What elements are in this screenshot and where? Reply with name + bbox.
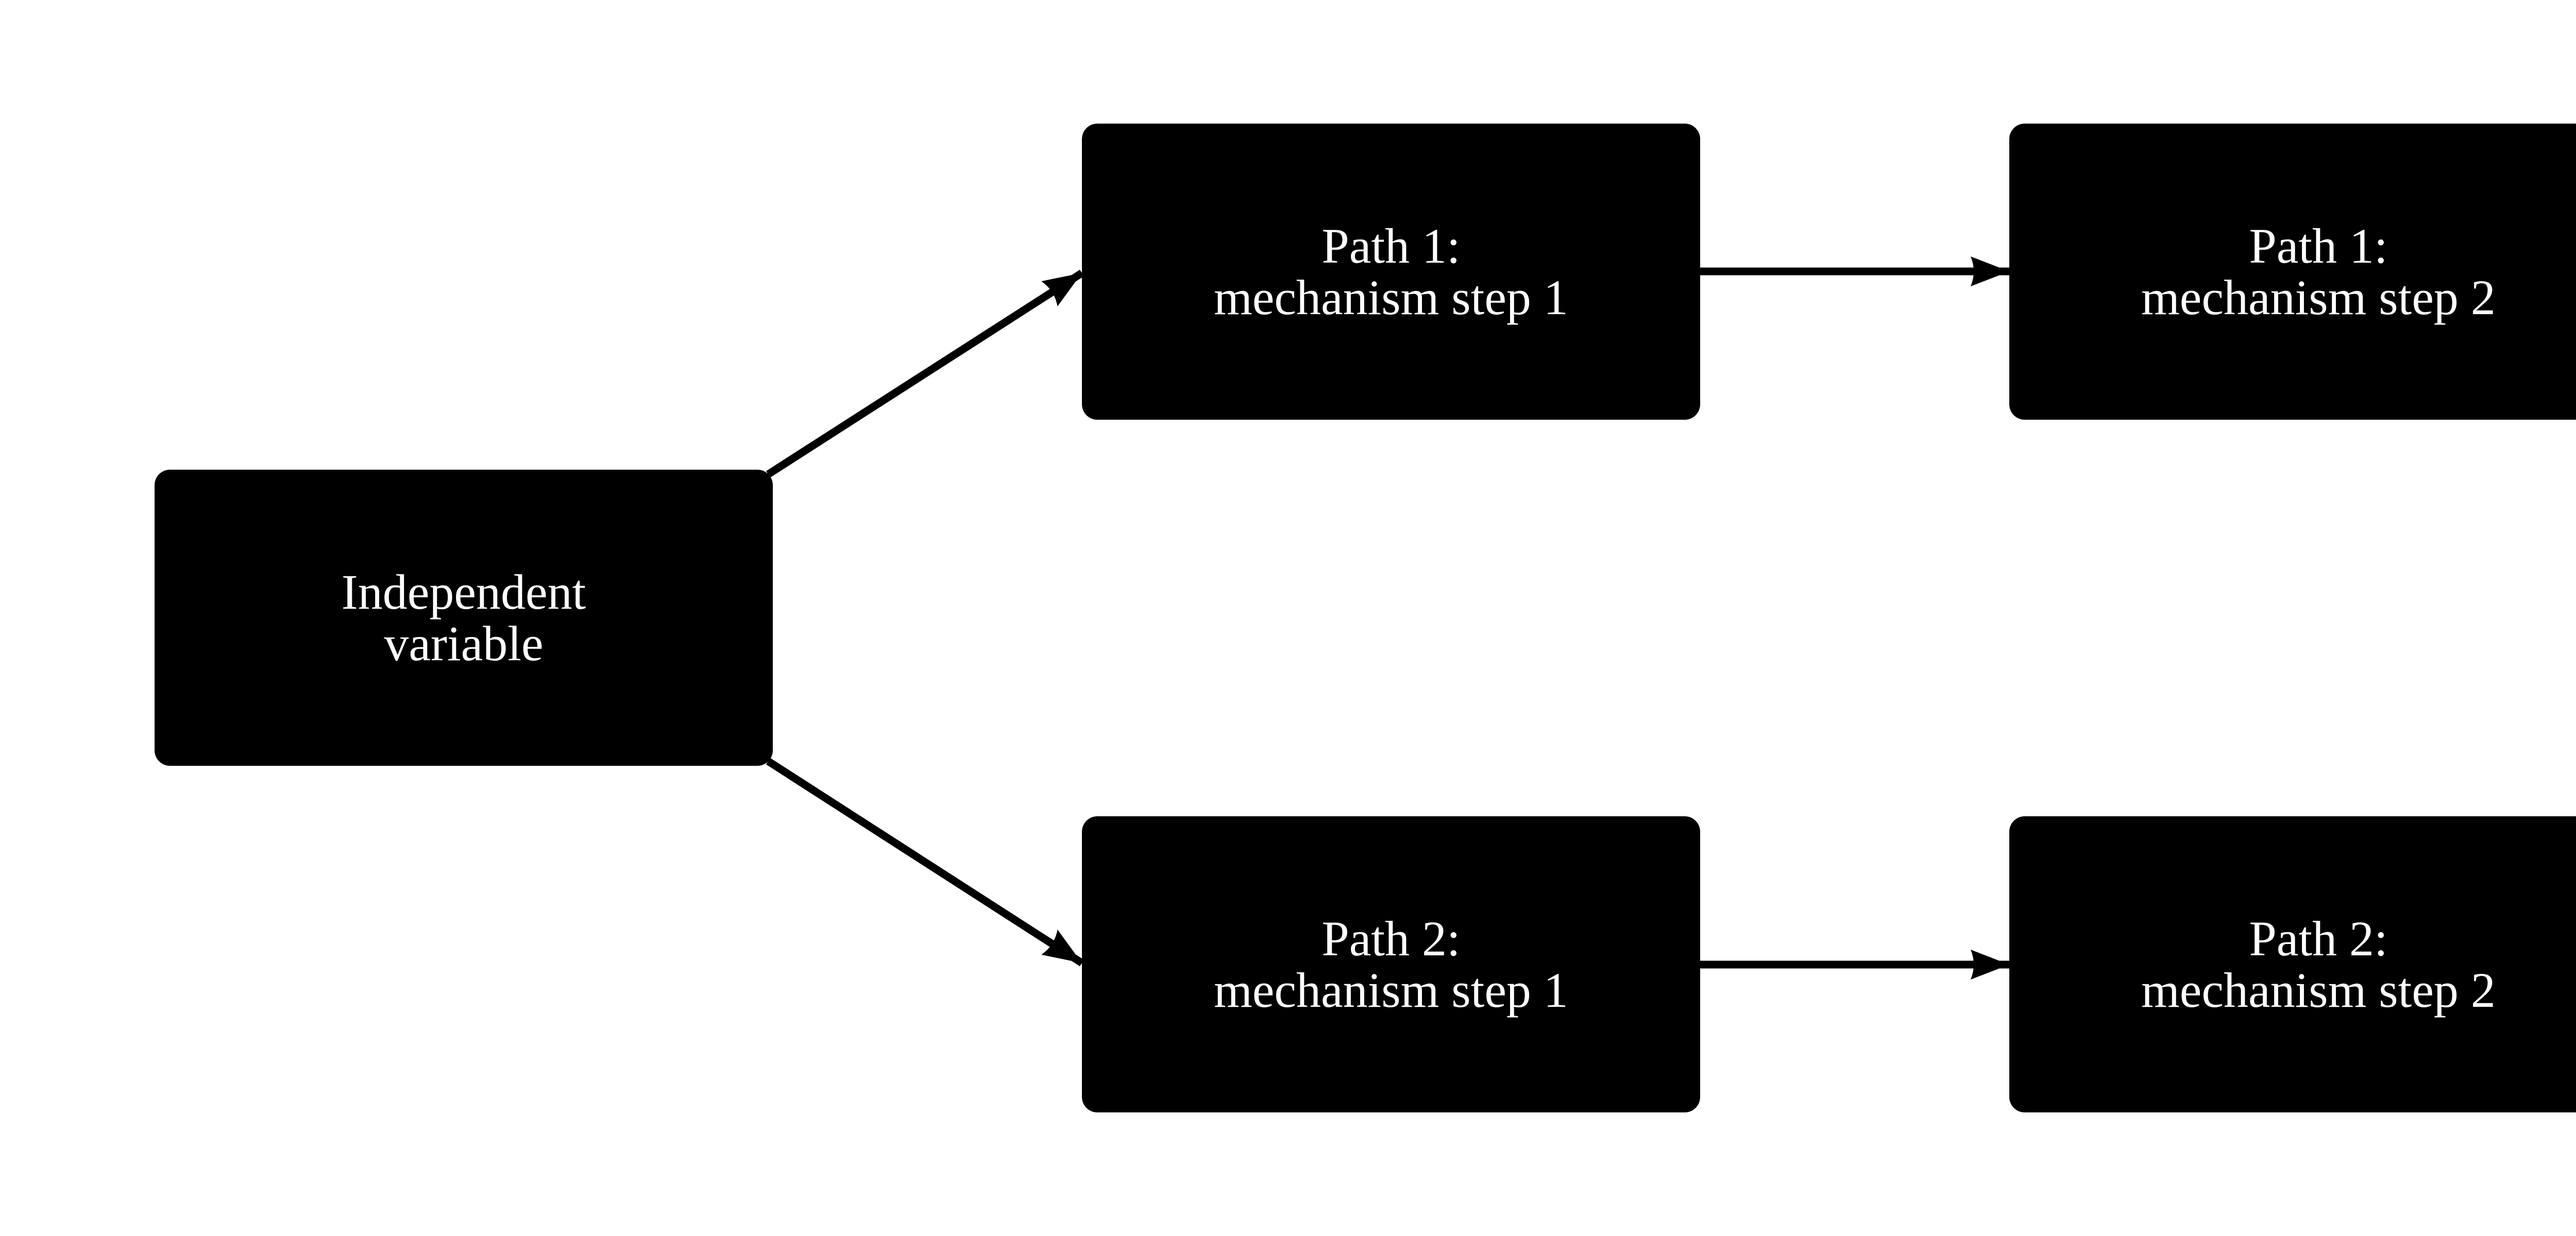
edge-arrow-iv-to-p2s1 bbox=[766, 758, 1084, 967]
diagram-node-p2s2: Path 2: mechanism step 2 bbox=[2009, 816, 2576, 1112]
diagram-node-p2s1: Path 2: mechanism step 1 bbox=[1082, 816, 1700, 1112]
node-label: Path 2: mechanism step 1 bbox=[1214, 911, 1568, 1018]
node-label: Path 1: mechanism step 2 bbox=[2141, 218, 2496, 325]
diagram-node-p1s1: Path 1: mechanism step 1 bbox=[1082, 124, 1700, 420]
node-label: Path 1: mechanism step 1 bbox=[1214, 218, 1568, 325]
node-label: Independent variable bbox=[341, 564, 586, 671]
diagram-node-p1s2: Path 1: mechanism step 2 bbox=[2009, 124, 2576, 420]
diagram-node-iv: Independent variable bbox=[155, 470, 773, 766]
edge-arrow-iv-to-p1s1 bbox=[766, 269, 1084, 478]
node-label: Path 2: mechanism step 2 bbox=[2141, 911, 2496, 1018]
